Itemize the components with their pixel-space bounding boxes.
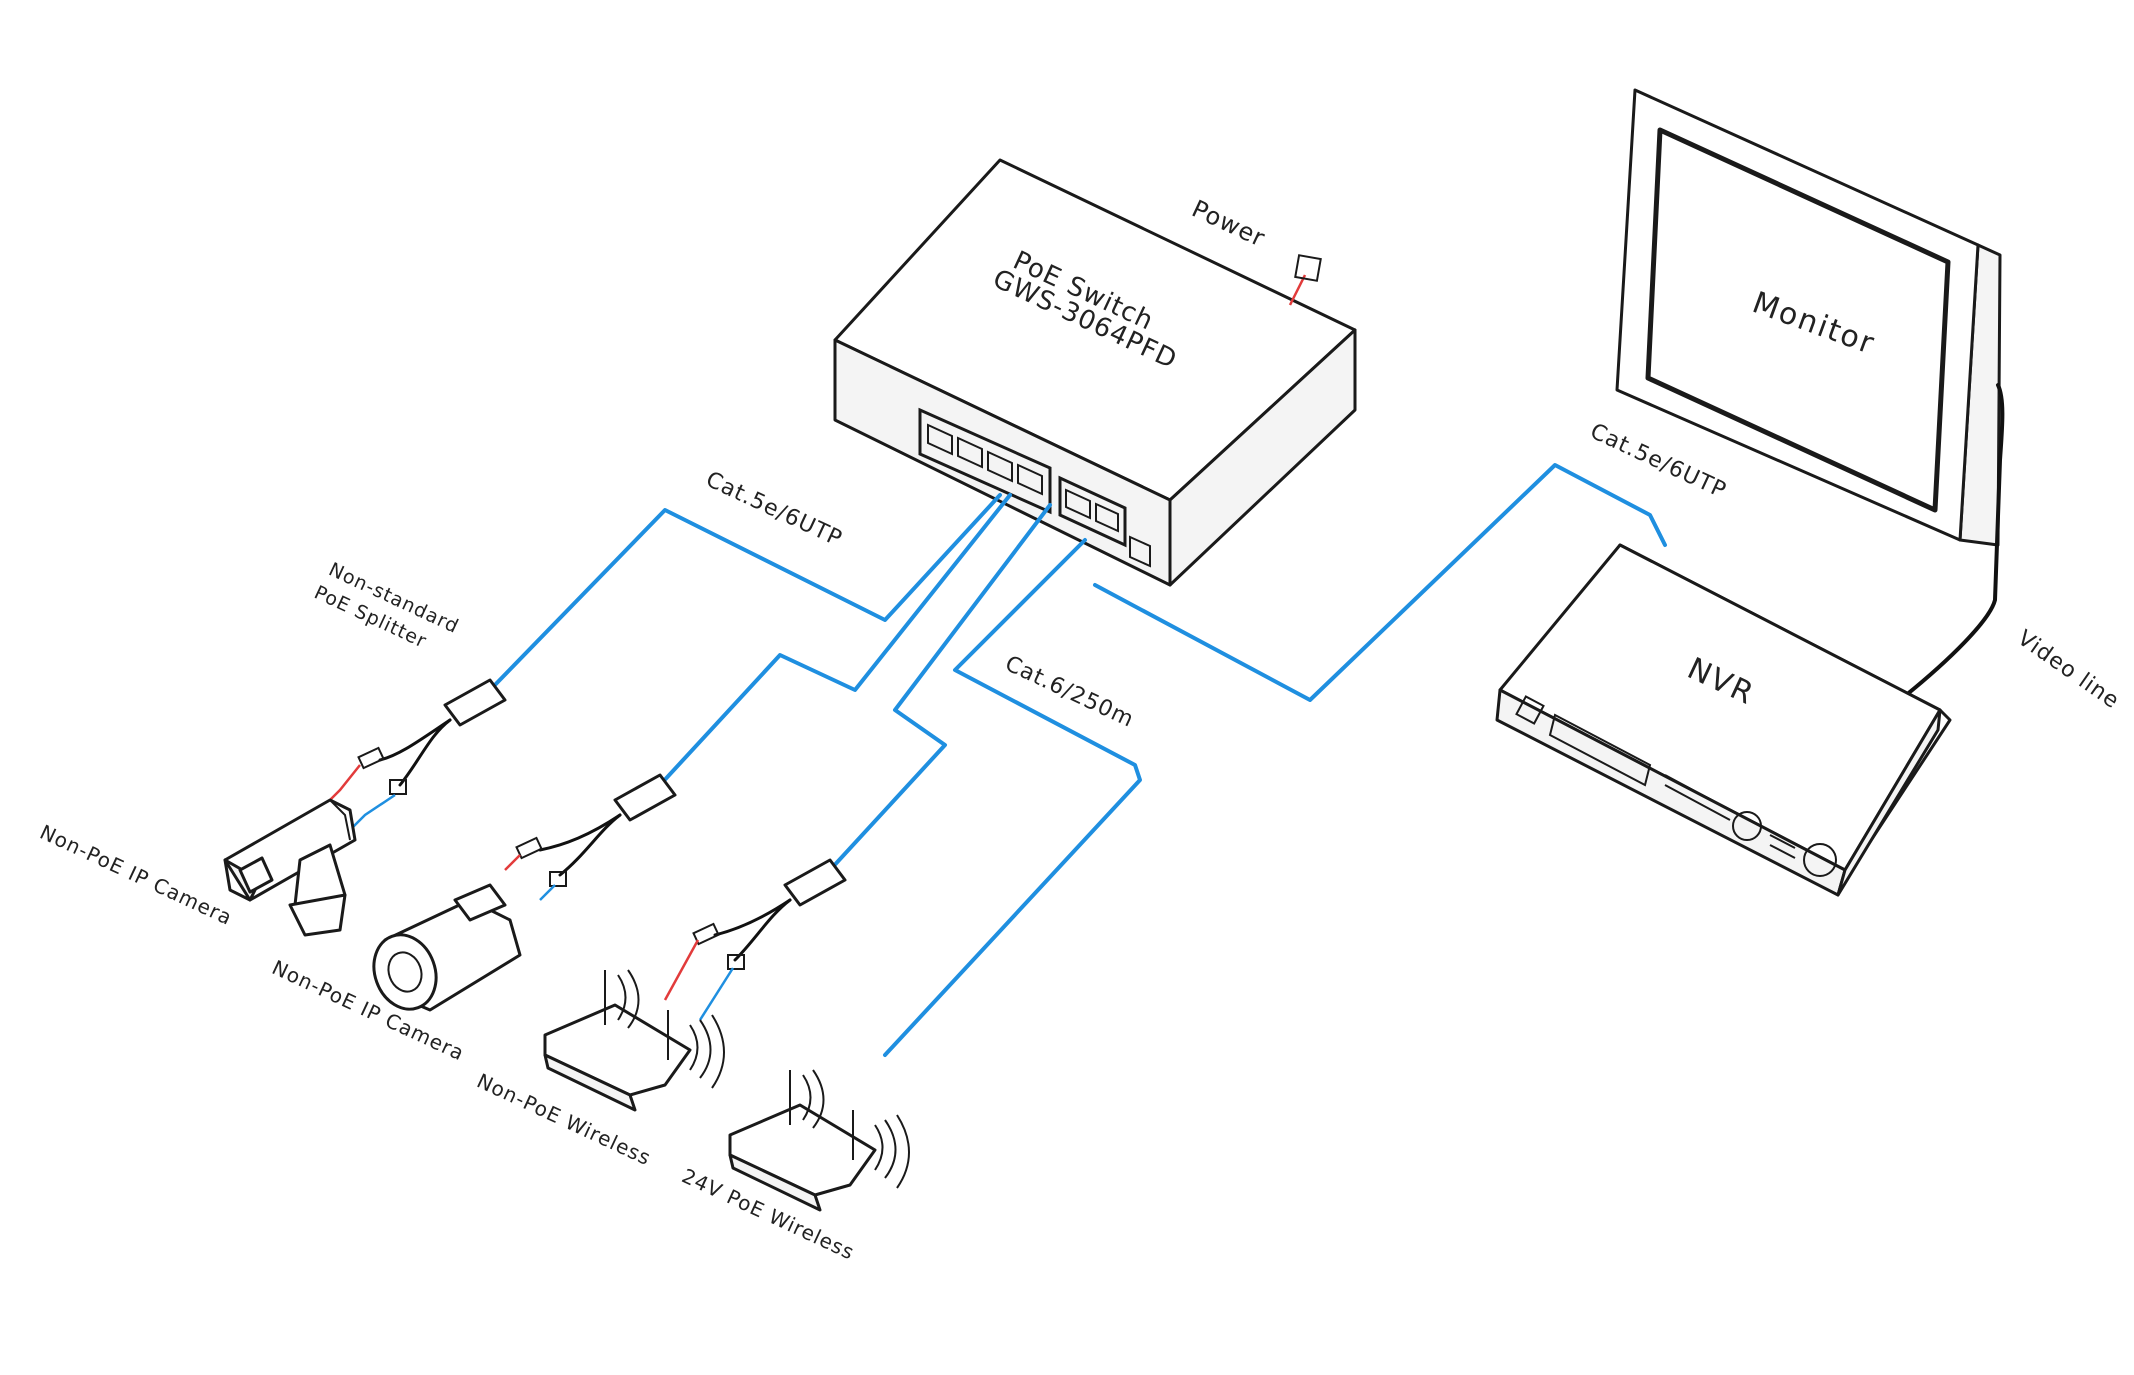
poe-switch: PoE Switch GWS-3064PFD Power bbox=[833, 158, 1357, 587]
video-line-label: Video line bbox=[2013, 626, 2124, 714]
poe-splitter-3 bbox=[663, 858, 847, 1021]
ip-camera-2 bbox=[372, 883, 522, 1012]
monitor: Monitor bbox=[1615, 88, 2002, 547]
poe-splitter-2 bbox=[504, 773, 677, 901]
ip-camera-1 bbox=[223, 798, 357, 937]
wireless-ap-2 bbox=[728, 1069, 910, 1212]
cable-wireless-2 bbox=[883, 538, 1142, 1057]
wireless-ap-1 bbox=[543, 969, 725, 1112]
nvr: NVR bbox=[1495, 543, 1952, 897]
video-line-cable bbox=[1898, 383, 2005, 702]
cable-switch-to-nvr bbox=[1093, 463, 1667, 702]
power-outlet bbox=[1288, 254, 1322, 306]
cable-camera-2 bbox=[658, 493, 1012, 787]
poe-splitter-1: Non-standard PoE Splitter bbox=[311, 559, 507, 831]
camera-1-label: Non-PoE IP Camera bbox=[36, 820, 236, 930]
cable-camera-1 bbox=[488, 493, 1002, 692]
power-label: Power bbox=[1188, 195, 1270, 253]
cable-wireless-1 bbox=[828, 503, 1052, 872]
long-run-label: Cat.6/250m bbox=[1001, 651, 1138, 733]
